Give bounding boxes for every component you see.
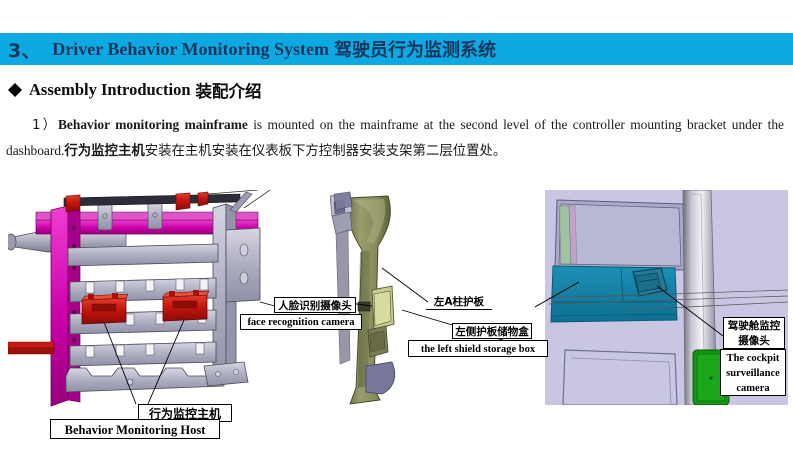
paragraph-chinese-bold: 行为监控主机 [64, 144, 145, 159]
bracket-assembly-figure: 行为监控主机 Behavior Monitoring Host 人脸识别摄像头 … [5, 189, 362, 446]
label-cockpit-camera-en-line1: The cockpit [726, 353, 780, 364]
bracket-assembly-drawing [5, 189, 283, 407]
label-cockpit-camera-cn-line1: 驾驶舱监控 [727, 320, 781, 332]
page-title-number: 3、 [8, 39, 41, 62]
label-cockpit-camera-en: The cockpit surveillance camera [720, 349, 786, 396]
left-shield-storage-box [371, 285, 395, 331]
paragraph-chinese-body: 安装在主机安装在仪表板下方控制器安装支架第二层位置处。 [144, 144, 507, 159]
section-heading-english: Assembly Introduction [29, 80, 191, 99]
label-behavior-monitoring-host-cn: 行为监控主机 [138, 404, 232, 422]
paragraph-marker: 1） [32, 118, 58, 133]
figure-row: 行为监控主机 Behavior Monitoring Host 人脸识别摄像头 … [0, 185, 793, 446]
cockpit-surveillance-camera [632, 267, 668, 297]
label-cockpit-camera-en-line3: camera [736, 383, 770, 394]
label-left-shield-storage-box-en: the left shield storage box [408, 340, 548, 357]
label-a-pillar-cn: 左A柱护板 [426, 294, 492, 310]
leader-line-a-pillar [381, 267, 429, 303]
paragraph-english-body: is mounted on the mainframe at the secon… [6, 117, 784, 158]
section-heading-chinese: 装配介绍 [195, 82, 262, 101]
label-left-shield-storage-box-cn: 左侧护板储物盒 [452, 323, 532, 339]
section-heading: Assembly Introduction 装配介绍 [8, 78, 262, 102]
label-cockpit-camera-cn-line2: 摄像头 [738, 335, 770, 347]
leader-line-host-b [147, 319, 185, 405]
page-title-chinese: 驾驶员行为监测系统 [334, 40, 497, 61]
label-cockpit-camera-cn: 驾驶舱监控 摄像头 [723, 317, 785, 349]
label-behavior-monitoring-host-en: Behavior Monitoring Host [50, 419, 220, 439]
leader-line-host-a [103, 321, 137, 405]
label-face-recognition-camera-en: face recognition camera [240, 314, 362, 330]
body-paragraph: 1）Behavior monitoring mainframe is mount… [6, 112, 784, 164]
paragraph-bold-lead: Behavior monitoring mainframe [58, 117, 248, 132]
diamond-bullet-icon [8, 76, 22, 97]
a-pillar-figure: 左A柱护板 左侧护板储物盒 the left shield storage bo… [325, 190, 548, 446]
page-title-english: Driver Behavior Monitoring System [52, 38, 330, 59]
label-cockpit-camera-en-line2: surveillance [726, 368, 780, 379]
behavior-monitoring-host-module-left [81, 293, 129, 325]
page-title-bar: 3、 Driver Behavior Monitoring System 驾驶员… [0, 33, 793, 65]
page-title: 3、 Driver Behavior Monitoring System 驾驶员… [8, 33, 496, 65]
label-face-recognition-camera-cn: 人脸识别摄像头 [274, 297, 356, 313]
cockpit-figure: 驾驶舱监控 摄像头 The cockpit surveillance camer… [518, 189, 789, 406]
leader-line-cockpit-camera [656, 285, 732, 343]
behavior-monitoring-host-module-right [162, 290, 210, 322]
